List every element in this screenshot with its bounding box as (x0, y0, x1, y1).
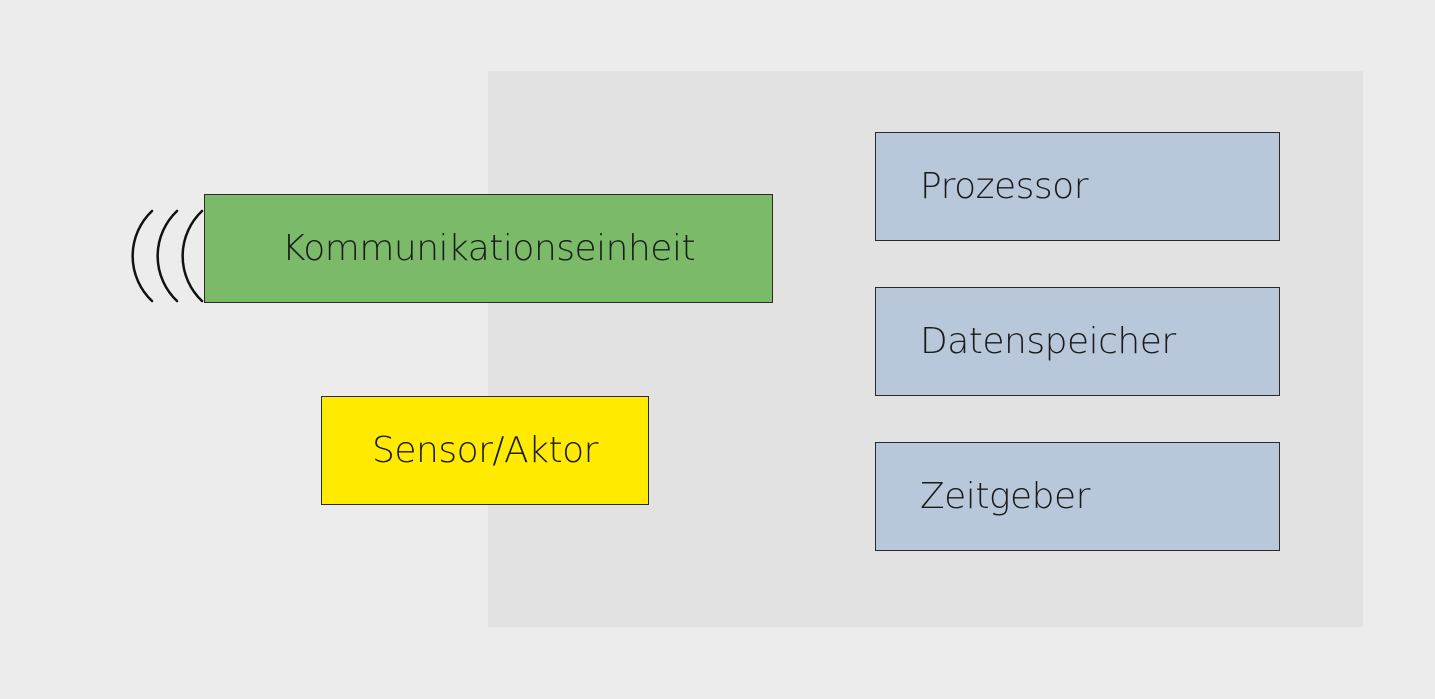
processor-box: Prozessor (875, 132, 1280, 241)
sensor-actuator-box: Sensor/Aktor (321, 396, 649, 505)
data-storage-label: Datenspeicher (920, 321, 1176, 362)
data-storage-box: Datenspeicher (875, 287, 1280, 396)
timer-box: Zeitgeber (875, 442, 1280, 551)
processor-label: Prozessor (920, 166, 1089, 207)
communication-unit-label: Kommunikationseinheit (281, 228, 696, 269)
timer-label: Zeitgeber (920, 476, 1090, 517)
radio-waves-icon (131, 209, 204, 303)
communication-unit-box: Kommunikationseinheit (204, 194, 773, 303)
sensor-actuator-label: Sensor/Aktor (372, 430, 598, 471)
